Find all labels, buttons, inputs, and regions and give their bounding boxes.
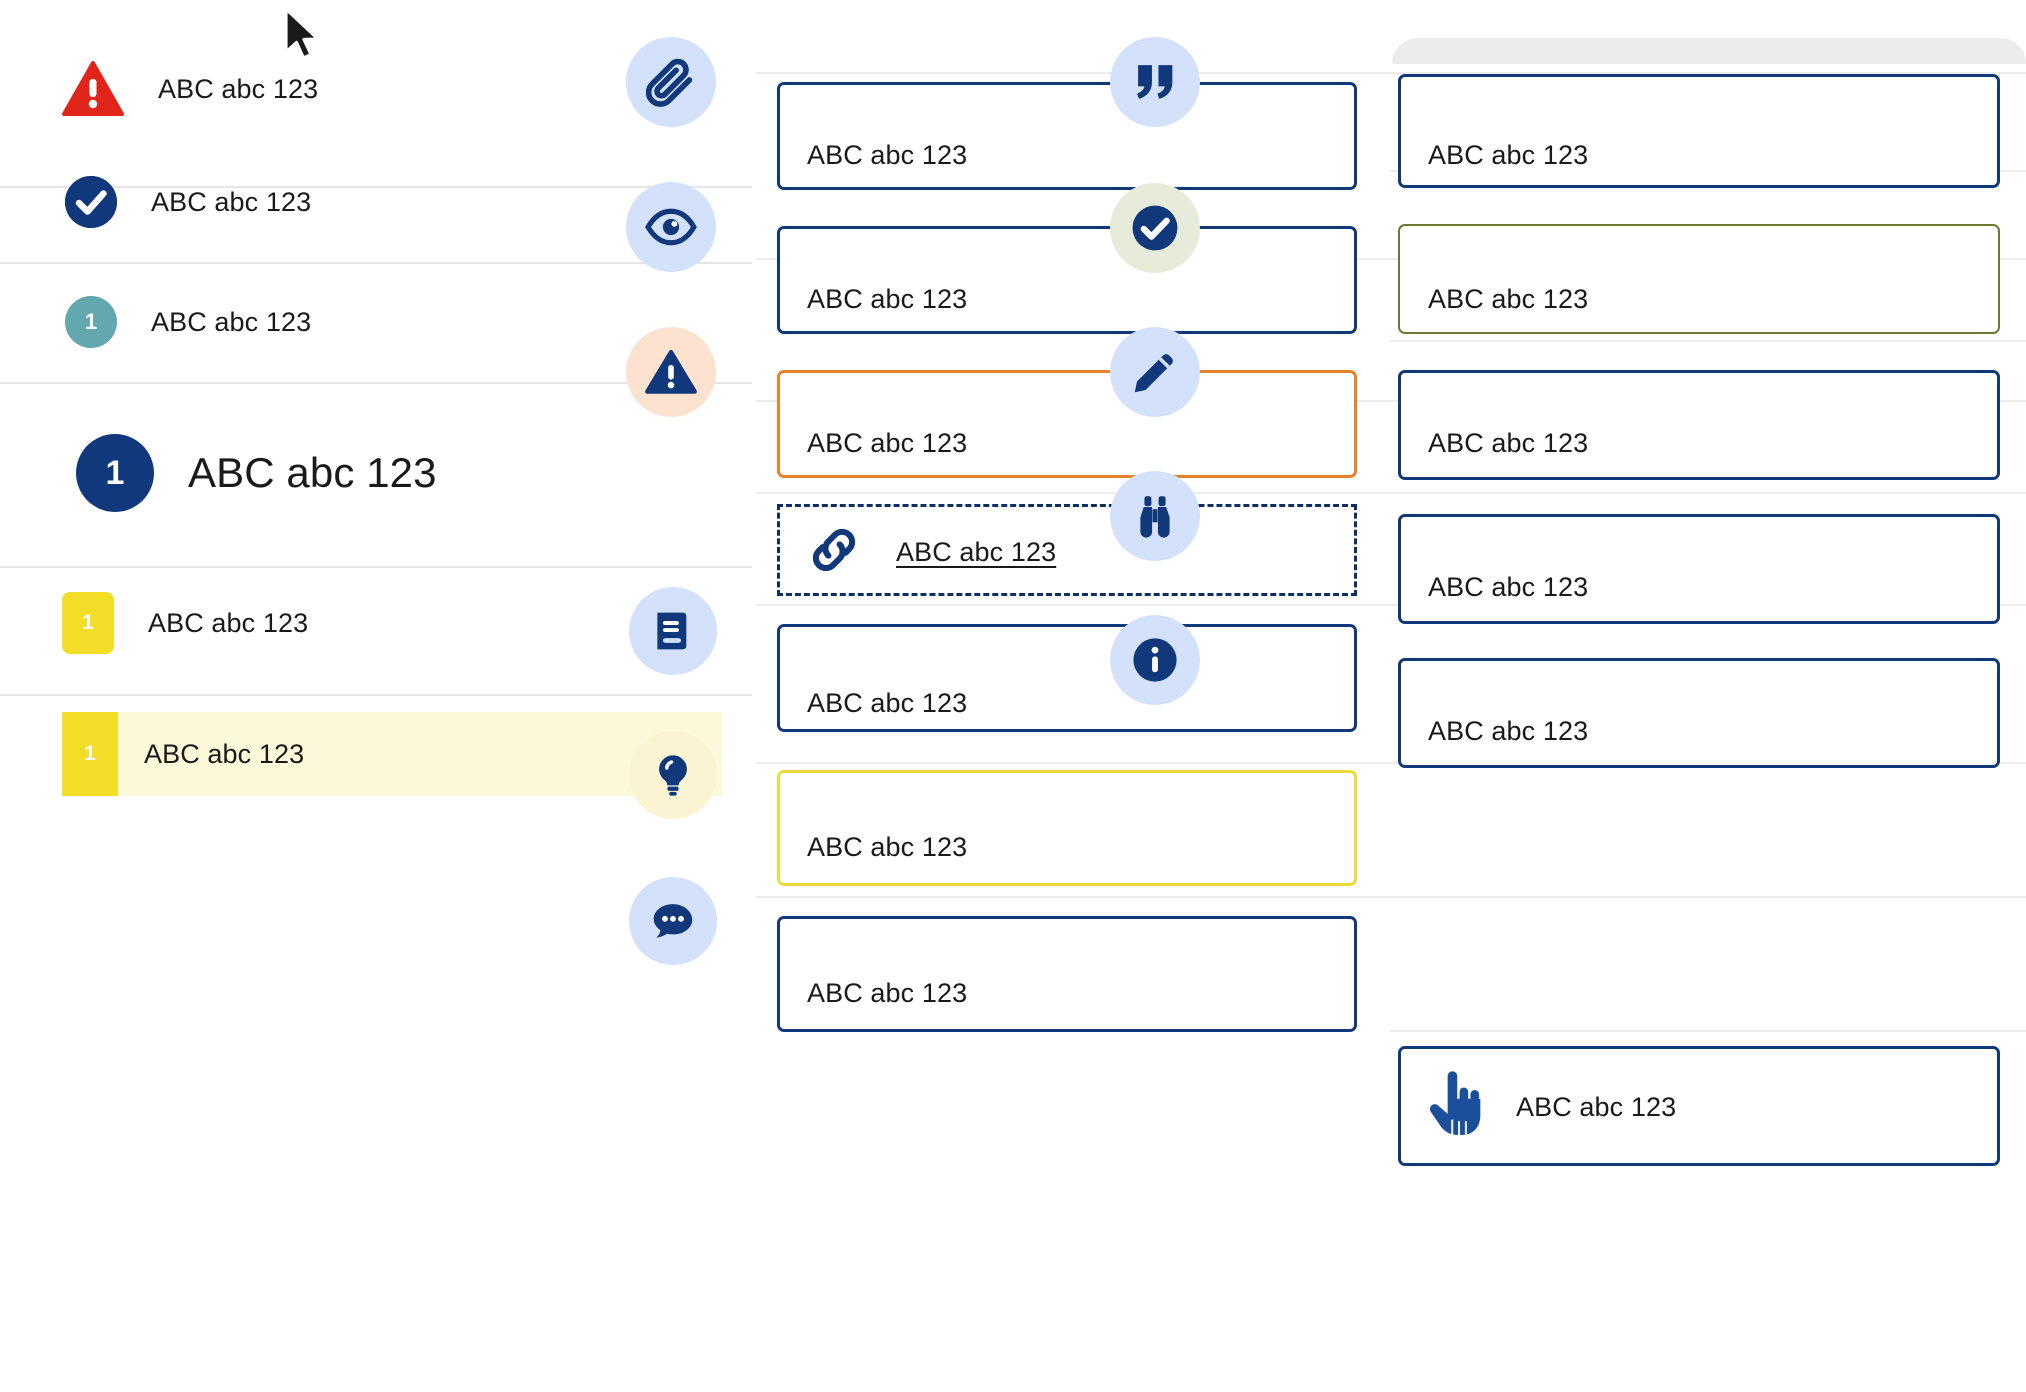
list-divider — [0, 382, 752, 384]
paperclip-icon — [626, 37, 716, 127]
card-edit[interactable] — [1398, 370, 2000, 480]
card-label: ABC abc 123 — [1516, 1092, 1677, 1122]
badge-count: 1 — [84, 742, 96, 765]
card-label: ABC abc 123 — [807, 140, 968, 170]
card-link-label[interactable]: ABC abc 123 — [896, 537, 1057, 567]
column-separator — [756, 492, 2026, 494]
card-label: ABC abc 123 — [1428, 284, 1589, 314]
list-divider — [0, 186, 752, 188]
card-observe[interactable] — [1398, 514, 2000, 624]
chat-bubble-icon — [629, 877, 717, 965]
card-warning[interactable] — [777, 370, 1357, 478]
badge-count: 1 — [84, 309, 98, 334]
list-item-label: ABC abc 123 — [151, 186, 312, 217]
card-link[interactable] — [777, 504, 1357, 596]
left-notification-list: ABC abc 123 ABC abc 123 1 ABC abc 123 — [0, 0, 756, 1392]
list-item-label: ABC abc 123 — [144, 738, 305, 769]
list-item-label: ABC abc 123 — [158, 73, 319, 104]
list-item-counter-teal[interactable]: 1 ABC abc 123 — [0, 296, 821, 348]
card-label: ABC abc 123 — [1428, 572, 1589, 602]
list-item-alert-error[interactable]: ABC abc 123 — [0, 56, 818, 122]
binoculars-icon — [1110, 471, 1200, 561]
badge-count: 1 — [82, 611, 94, 634]
column-separator — [756, 762, 2026, 764]
card-label: ABC abc 123 — [807, 832, 968, 862]
badge-count: 1 — [105, 453, 125, 492]
list-item-counter-yellow[interactable]: 1 ABC abc 123 — [0, 592, 818, 654]
card-book[interactable] — [777, 624, 1357, 732]
number-badge-yellow: 1 — [62, 592, 114, 654]
card-action[interactable] — [1398, 1046, 2000, 1166]
number-badge-navy-large: 1 — [76, 434, 154, 512]
background-panel-tab — [1392, 38, 2026, 64]
card-label: ABC abc 123 — [807, 688, 968, 718]
pointing-hand-icon — [1424, 1068, 1486, 1144]
card-preview[interactable] — [777, 226, 1357, 334]
lightbulb-icon — [629, 731, 717, 819]
warning-triangle-icon — [62, 61, 124, 117]
warning-triangle-icon — [626, 327, 716, 417]
eye-icon — [626, 182, 716, 272]
card-label: ABC abc 123 — [1428, 140, 1589, 170]
quote-icon — [1110, 37, 1200, 127]
card-label: ABC abc 123 — [807, 978, 968, 1008]
pencil-icon — [1110, 327, 1200, 417]
info-circle-icon — [1110, 615, 1200, 705]
card-info[interactable] — [1398, 658, 2000, 768]
selected-row-highlight — [62, 712, 722, 796]
card-attachment[interactable] — [777, 82, 1357, 190]
card-success[interactable] — [1398, 224, 2000, 334]
list-divider — [0, 694, 752, 696]
list-divider — [0, 566, 752, 568]
check-circle-icon — [65, 176, 117, 228]
list-divider — [0, 262, 752, 264]
column-separator — [756, 258, 2026, 260]
check-circle-icon — [1110, 183, 1200, 273]
card-label: ABC abc 123 — [1428, 428, 1589, 458]
list-item-label: ABC abc 123 — [188, 449, 437, 496]
column-separator — [1390, 340, 2026, 342]
number-badge-yellow-selected: 1 — [62, 712, 118, 796]
book-icon — [629, 587, 717, 675]
link-chain-icon — [806, 522, 862, 578]
card-tip[interactable] — [777, 770, 1357, 886]
column-separator — [756, 604, 2026, 606]
list-item-label: ABC abc 123 — [148, 607, 309, 638]
card-label: ABC abc 123 — [807, 428, 968, 458]
list-item-alert-success[interactable]: ABC abc 123 — [0, 176, 821, 228]
column-separator — [756, 896, 2026, 898]
card-quote[interactable] — [1398, 74, 2000, 188]
list-item-counter-selected[interactable]: 1 ABC abc 123 — [0, 712, 818, 796]
list-item-label: ABC abc 123 — [151, 306, 312, 337]
card-comment[interactable] — [777, 916, 1357, 1032]
card-label: ABC abc 123 — [1428, 716, 1589, 746]
column-separator — [1390, 1030, 2026, 1032]
column-separator — [756, 400, 2026, 402]
list-item-counter-large[interactable]: 1 ABC abc 123 — [0, 434, 832, 512]
column-separator — [756, 72, 2026, 74]
card-label: ABC abc 123 — [807, 284, 968, 314]
number-badge-teal: 1 — [65, 296, 117, 348]
